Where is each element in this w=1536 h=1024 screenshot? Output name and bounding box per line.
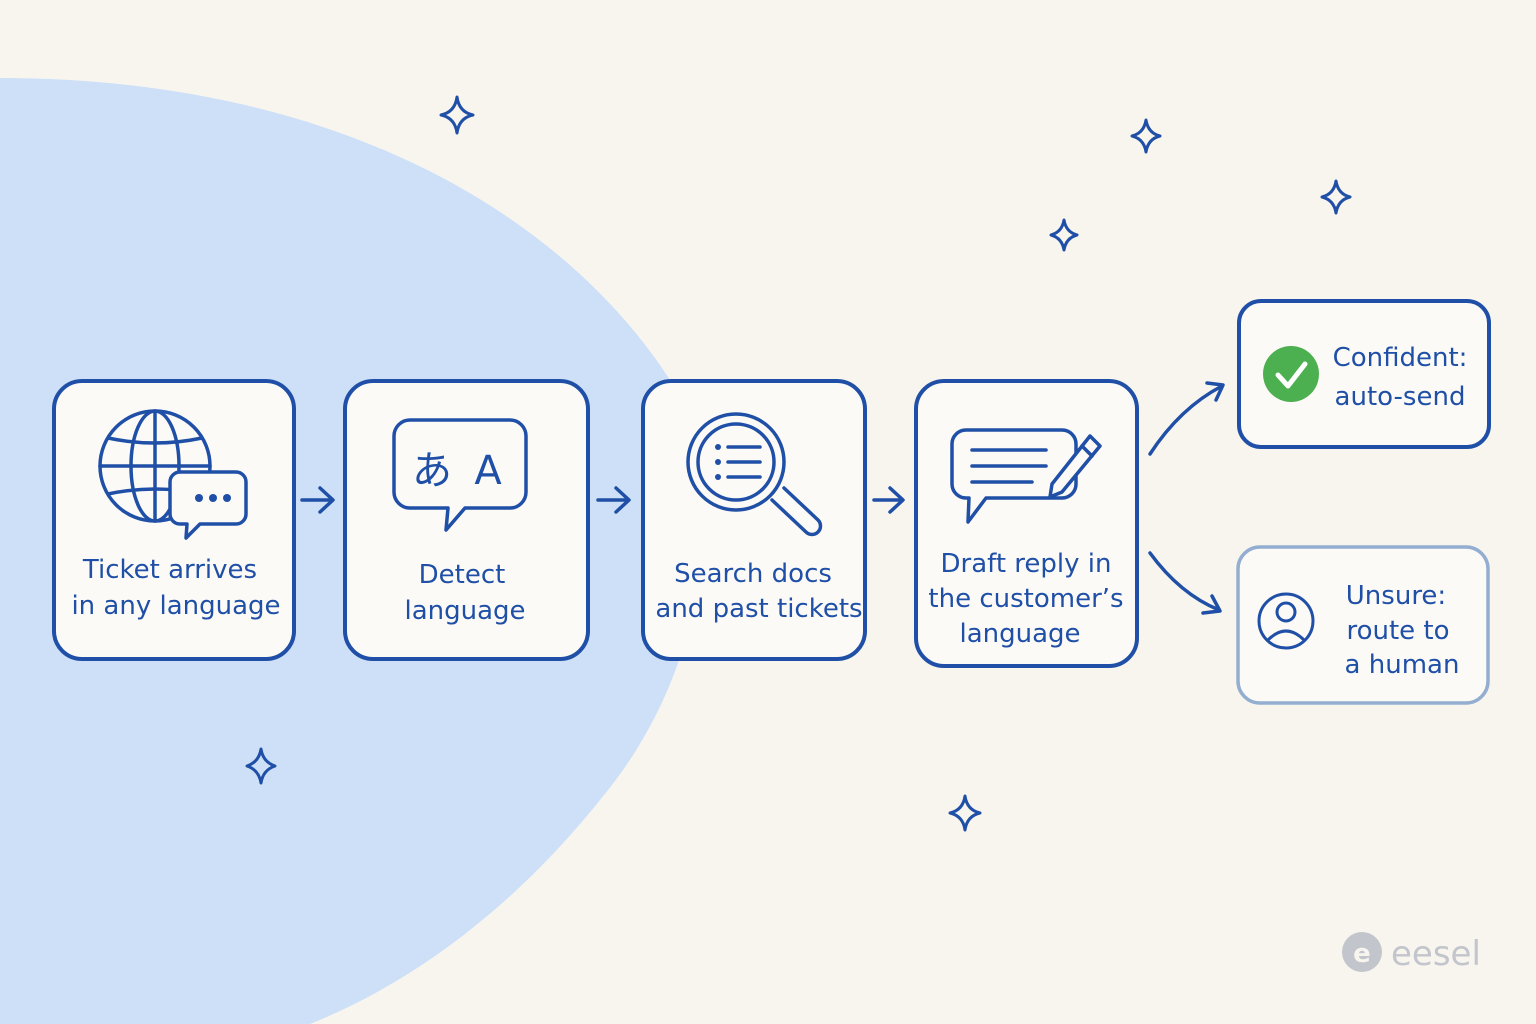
brand-logo-letter: e xyxy=(1353,939,1371,969)
outcome-label-line: auto-send xyxy=(1335,382,1466,412)
outcome-label-line: a human xyxy=(1345,650,1460,680)
step-label-line: Detect xyxy=(419,560,506,590)
step-ticket-arrives: Ticket arrives in any language xyxy=(52,379,296,661)
outcome-box xyxy=(1237,299,1491,449)
outcome-label-line: Unsure: xyxy=(1346,581,1446,611)
step-label-line: Ticket arrives xyxy=(82,555,257,585)
sparkle-icon xyxy=(948,794,982,832)
step-draft-reply: Draft reply in the customer’s language xyxy=(914,379,1139,668)
sparkle-decorations xyxy=(245,95,1352,832)
sparkle-icon xyxy=(1049,218,1079,252)
sparkle-icon xyxy=(1320,179,1352,215)
checkmark-icon xyxy=(1263,346,1319,402)
language-translate-icon: あ A xyxy=(392,418,528,532)
step-search-docs: Search docs and past tickets xyxy=(641,379,867,661)
language-glyph-latin: A xyxy=(474,448,502,494)
brand-logo: e eesel xyxy=(1342,932,1481,974)
step-label-line: language xyxy=(404,596,525,626)
globe-chat-icon xyxy=(98,409,248,540)
branch-arrow-confident xyxy=(1148,381,1225,456)
outcome-confident: Confident: auto-send xyxy=(1237,299,1491,449)
outcome-label-line: Confident: xyxy=(1333,343,1468,373)
flow-arrow xyxy=(300,486,335,514)
step-detect-language: あ A Detect language xyxy=(343,379,590,661)
outcome-label-line: route to xyxy=(1346,616,1449,646)
chat-pencil-icon xyxy=(950,428,1102,524)
step-label-line: the customer’s xyxy=(928,584,1123,614)
step-label-line: and past tickets xyxy=(655,594,862,624)
brand-name: eesel xyxy=(1391,934,1481,974)
sparkle-icon xyxy=(1130,118,1162,154)
step-label-line: language xyxy=(959,619,1080,649)
flow-arrow xyxy=(596,486,631,514)
step-label-line: Draft reply in xyxy=(941,549,1112,579)
step-label-line: in any language xyxy=(71,591,280,621)
sparkle-icon xyxy=(439,95,475,135)
branch-arrow-unsure xyxy=(1148,551,1222,615)
magnifier-list-icon xyxy=(686,412,823,537)
outcome-box xyxy=(1236,545,1490,705)
brand-logo-mark xyxy=(1342,932,1382,972)
step-label-line: Search docs xyxy=(674,559,832,589)
flow-arrow xyxy=(872,486,905,514)
user-icon xyxy=(1257,592,1315,650)
outcome-unsure: Unsure: route to a human xyxy=(1236,545,1490,705)
language-glyph-hiragana: あ xyxy=(412,448,452,494)
sparkle-icon xyxy=(245,747,277,785)
